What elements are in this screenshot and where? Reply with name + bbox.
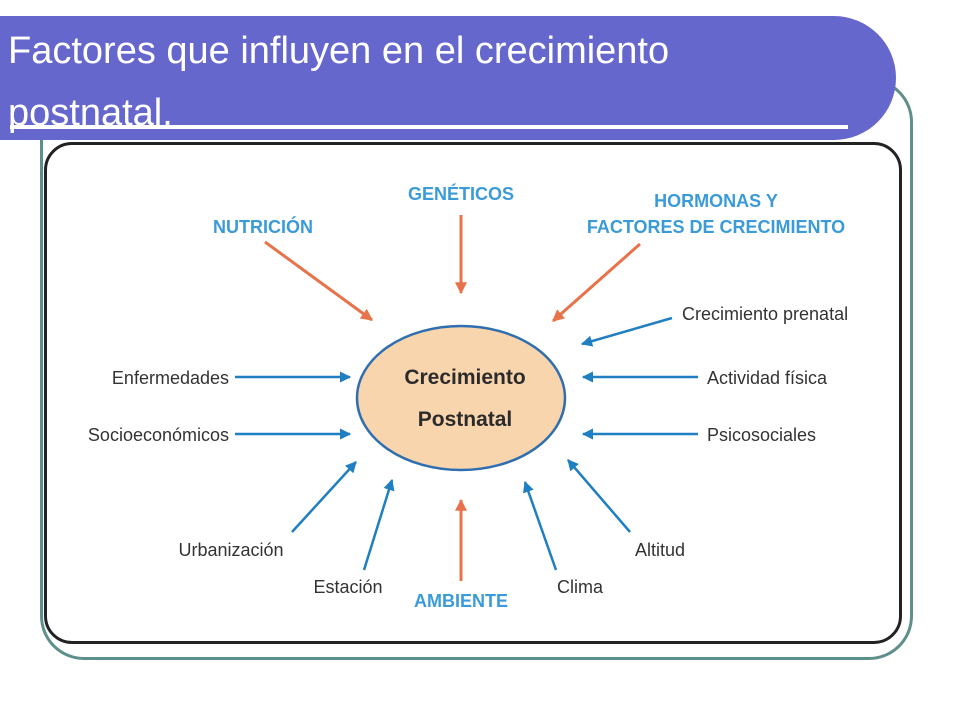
label-crecimiento-prenatal: Crecimiento prenatal <box>682 304 848 324</box>
label-psicosociales: Psicosociales <box>707 425 816 445</box>
label-estacion: Estación <box>313 577 382 597</box>
center-ellipse <box>355 324 567 472</box>
label-nutricion: NUTRICIÓN <box>213 216 313 237</box>
label-hormonas-line-2: FACTORES DE CRECIMIENTO <box>587 217 845 237</box>
label-hormonas-line-1: HORMONAS Y <box>654 191 778 211</box>
label-urbanizacion: Urbanización <box>178 540 283 560</box>
label-ambiente: AMBIENTE <box>414 591 508 611</box>
arrow-clima <box>523 480 558 571</box>
arrow-hormonas <box>552 242 641 323</box>
arrow-urbanizacion <box>291 461 357 533</box>
label-clima: Clima <box>557 577 604 597</box>
center-label-line-2: Postnatal <box>418 408 513 431</box>
label-altitud: Altitud <box>635 540 685 560</box>
label-socioeconomicos: Socioeconómicos <box>88 425 229 445</box>
center-label-line-1: Crecimiento <box>404 366 525 389</box>
title-underline <box>10 125 848 129</box>
label-geneticos: GENÉTICOS <box>408 183 514 204</box>
arrow-estacion <box>362 478 395 571</box>
label-actividad-fisica: Actividad física <box>707 368 828 388</box>
label-enfermedades: Enfermedades <box>112 368 229 388</box>
arrow-altitud <box>567 459 631 533</box>
title-bar <box>0 16 896 140</box>
arrow-nutricion <box>264 240 373 322</box>
arrow-crecimiento-prenatal <box>580 316 673 347</box>
title-line-1: Factores que influyen en el crecimiento <box>8 30 670 72</box>
